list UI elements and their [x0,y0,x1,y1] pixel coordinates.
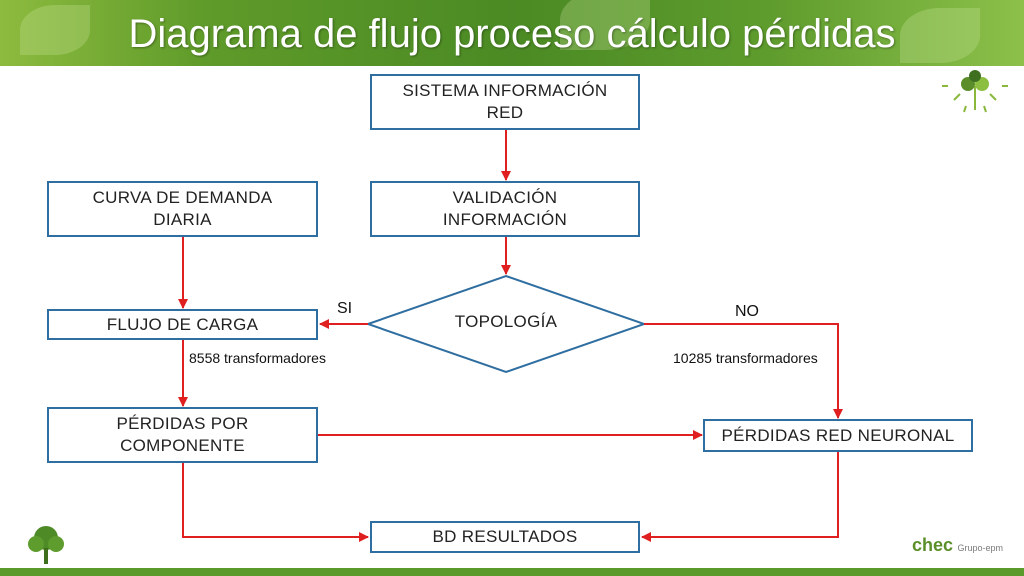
header-banner: Diagrama de flujo proceso cálculo pérdid… [0,0,1024,66]
node-label: PÉRDIDAS RED NEURONAL [721,425,955,445]
logo-sub-text: Grupo-epm [957,543,1004,553]
node-curva-demanda: CURVA DE DEMANDA DIARIA [47,181,318,237]
plant-sprout-icon [942,70,1008,113]
leaf-decoration [900,8,980,63]
node-flujo-carga: FLUJO DE CARGA [47,309,318,340]
tree-icon [28,526,64,564]
node-label: BD RESULTADOS [432,527,578,546]
note-left-count: 8558 transformadores [189,350,326,366]
chec-logo: chec Grupo-epm [912,535,1003,556]
edge-label-si: SI [337,300,353,317]
arrow-topologia-red [644,323,843,419]
node-label: VALIDACIÓN INFORMACIÓN [442,188,568,229]
arrow-componente-bd [182,463,369,542]
node-label: FLUJO DE CARGA [106,314,259,334]
note-right-count: 10285 transformadores [673,350,818,366]
node-validacion: VALIDACIÓN INFORMACIÓN [370,181,640,237]
node-sistema-informacion: SISTEMA INFORMACIÓN RED [370,74,640,130]
logo-main-text: chec [912,535,954,555]
node-perdidas-red-neuronal: PÉRDIDAS RED NEURONAL [703,419,973,452]
node-topologia-label: TOPOLOGÍA [454,312,558,331]
footer-bar [0,568,1024,576]
node-bd-resultados: BD RESULTADOS [370,521,640,553]
leaf-decoration [560,0,650,50]
edge-label-no: NO [735,303,759,320]
node-perdidas-componente: PÉRDIDAS POR COMPONENTE [47,407,318,463]
page-title: Diagrama de flujo proceso cálculo pérdid… [128,12,896,56]
node-label: SISTEMA INFORMACIÓN RED [402,81,608,122]
node-label: PÉRDIDAS POR COMPONENTE [116,414,249,455]
leaf-decoration [20,5,90,55]
node-label: CURVA DE DEMANDA DIARIA [92,188,273,229]
arrow-red-bd [641,452,839,542]
